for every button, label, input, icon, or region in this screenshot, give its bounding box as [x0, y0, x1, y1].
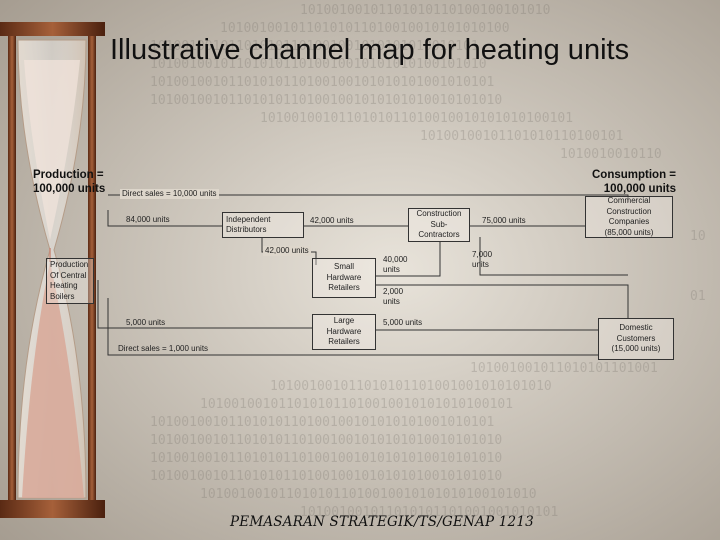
- svg-text:101001001011010101101001001010: 10100100101101010110100100101010: [300, 3, 550, 18]
- svg-text:101001001011010101101001001010: 1010010010110101011010010010101010100101…: [200, 487, 537, 502]
- svg-text:101001001011010101101001001010: 1010010010110101011010010010101010100101…: [150, 39, 479, 54]
- connector-small-to-sub: [376, 242, 441, 277]
- flow-domestic: 7,000 units: [472, 250, 493, 269]
- svg-text:101001001011010101101001001010: 1010010010110101011010010010101010100101…: [150, 57, 487, 72]
- consumption-total: Consumption = 100,000 units: [592, 169, 677, 195]
- svg-text:101001001011010101101001001010: 1010010010110101011010010010101010100101: [200, 397, 513, 412]
- large-retailers-label: Large Hardware Retailers: [326, 316, 362, 347]
- svg-text:101001001011010101101001001010: 1010010010110101011010010010101010100101…: [150, 415, 494, 430]
- flow-dist-to-small: 42,000 units: [263, 246, 311, 256]
- independent-distributors-label: Independent Distributors: [226, 214, 271, 235]
- svg-text:101001001011010101101001001010: 101001001011010101101001001010101010: [270, 379, 552, 394]
- flow-to-large: 5,000 units: [126, 318, 166, 327]
- flow-large-to-domestic: 5,000 units: [383, 318, 423, 327]
- node-producer: Production Of Central Heating Boilers: [46, 258, 94, 304]
- svg-text:01: 01: [690, 289, 706, 304]
- node-large-retailers: Large Hardware Retailers: [312, 314, 376, 350]
- node-small-retailers: Small Hardware Retailers: [312, 258, 376, 298]
- connector-to-distributors: [107, 210, 222, 227]
- footer-text: PEMASARAN STRATEGIK/TS/GENAP 1213: [230, 514, 534, 530]
- production-total: Production = 100,000 units: [33, 169, 106, 195]
- svg-text:101001001011010101101001001010: 101001001011010101101001001010101: [300, 505, 558, 520]
- connector-domestic-flow: [479, 237, 628, 276]
- svg-text:101001001011010101101001001010: 1010010010110101011010010010101010100101…: [150, 451, 502, 466]
- connector-direct-bottom: [107, 298, 598, 356]
- flow-dist-to-sub: 42,000 units: [310, 216, 354, 225]
- svg-text:101001001011010101101001001010: 1010010010110101011010010010101010100101…: [150, 93, 502, 108]
- svg-text:101001001011010101101001001010: 1010010010110101011010010010101010100101: [260, 111, 573, 126]
- construction-subcontractors-label: Construction Sub- Contractors: [416, 209, 462, 240]
- svg-text:101001001011010101101001001010: 1010010010110101011010010010101010100101…: [150, 469, 502, 484]
- hourglass-image: [0, 22, 105, 518]
- node-independent-distributors: Independent Distributors: [222, 212, 304, 238]
- commercial-label: Commercial Construction Companies (85,00…: [604, 196, 654, 237]
- producer-label: Production Of Central Heating Boilers: [50, 260, 89, 301]
- connector-small-to-domestic: [376, 284, 629, 318]
- node-commercial: Commercial Construction Companies (85,00…: [585, 196, 673, 238]
- svg-text:10: 10: [690, 229, 706, 244]
- domestic-label: Domestic Customers (15,000 units): [611, 323, 661, 354]
- svg-text:101001001011010101101001001010: 1010010010110101011010010010101010100: [220, 21, 510, 36]
- flow-small-to-sub: 40,000 units: [383, 255, 408, 274]
- flow-small-to-domestic: 2,000 units: [383, 287, 404, 306]
- svg-text:1010010010110: 1010010010110: [560, 147, 662, 162]
- page-title: Illustrative channel map for heating uni…: [110, 34, 630, 66]
- flow-direct-bottom: Direct sales = 1,000 units: [118, 344, 209, 353]
- svg-text:10100100101101010110100101: 10100100101101010110100101: [420, 129, 624, 144]
- connector-direct-top: [108, 194, 629, 202]
- small-retailers-label: Small Hardware Retailers: [326, 262, 362, 293]
- flow-to-distributors: 84,000 units: [126, 215, 170, 224]
- binary-texture: 10100100101101010110100100101010 1010010…: [150, 3, 706, 520]
- node-construction-subcontractors: Construction Sub- Contractors: [408, 208, 470, 242]
- flow-direct-top: Direct sales = 10,000 units: [120, 189, 219, 199]
- svg-text:101001001011010101101001001010: 1010010010110101011010010010101010100101…: [150, 75, 494, 90]
- svg-text:101001001011010101101001001010: 1010010010110101011010010010101010100101…: [150, 433, 502, 448]
- flow-sub-to-commercial: 75,000 units: [482, 216, 526, 225]
- svg-text:101001001011010101101001: 101001001011010101101001: [470, 361, 658, 376]
- connector-to-large: [97, 280, 312, 329]
- node-domestic: Domestic Customers (15,000 units): [598, 318, 674, 360]
